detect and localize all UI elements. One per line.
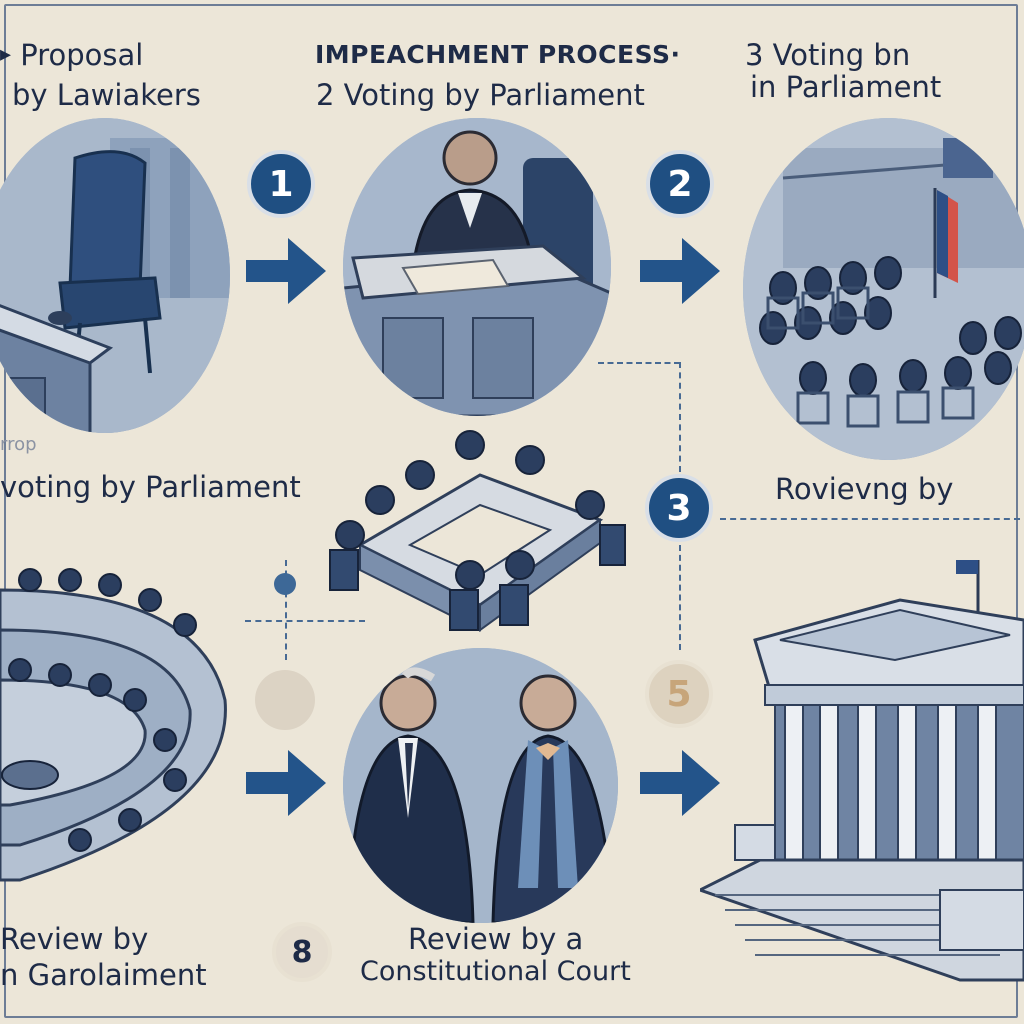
diagram-title: IMPEACHMENT PROCESS· bbox=[315, 40, 681, 69]
parliament-chamber-illustration bbox=[743, 118, 1024, 460]
arrow-right-icon bbox=[640, 238, 720, 304]
connector-line bbox=[679, 362, 681, 472]
page-frame bbox=[4, 4, 1018, 1018]
review-left-label-line2: n Garolaiment bbox=[0, 958, 207, 992]
review-center-label: Review by a bbox=[408, 922, 584, 956]
faded-fragment: rrop bbox=[0, 434, 37, 455]
connector-line bbox=[245, 620, 365, 622]
diagram-subtitle: 2 Voting by Parliament bbox=[316, 78, 645, 112]
connector-line bbox=[679, 545, 681, 650]
connector-line bbox=[285, 560, 287, 660]
arrow-right-icon bbox=[640, 750, 720, 816]
courthouse-illustration bbox=[696, 560, 1024, 1020]
proposal-label-line2: by Lawiakers bbox=[12, 78, 201, 112]
connector-line bbox=[720, 518, 1020, 520]
proposal-label: ▸ Proposal bbox=[0, 38, 144, 72]
step-badge-1: 1 bbox=[247, 150, 315, 218]
arrow-right-icon bbox=[246, 238, 326, 304]
connector-dot bbox=[274, 573, 296, 595]
step-badge-3: 3 bbox=[645, 474, 713, 542]
step-badge-8: 8 bbox=[272, 922, 332, 982]
voting-mid-label: voting by Parliament bbox=[0, 470, 301, 504]
voting-top-label-line2: in Parliament bbox=[750, 70, 942, 104]
reviewing-label: Rovievng by bbox=[775, 472, 954, 506]
two-officials-illustration bbox=[343, 648, 618, 923]
step-badge-2: 2 bbox=[646, 150, 714, 218]
review-center-label-line2: Constitutional Court bbox=[360, 956, 631, 987]
arrow-right-icon bbox=[246, 750, 326, 816]
connector-node bbox=[255, 670, 315, 730]
connector-line bbox=[598, 362, 680, 364]
review-left-label: Review by bbox=[0, 922, 149, 956]
step-badge-5: 5 bbox=[645, 660, 713, 728]
voting-top-label: 3 Voting bn bbox=[745, 38, 911, 72]
committee-table-illustration bbox=[320, 425, 630, 645]
courtroom-chair-illustration bbox=[0, 118, 230, 433]
judge-signing-illustration bbox=[343, 118, 611, 416]
amphitheater-illustration bbox=[0, 550, 235, 900]
